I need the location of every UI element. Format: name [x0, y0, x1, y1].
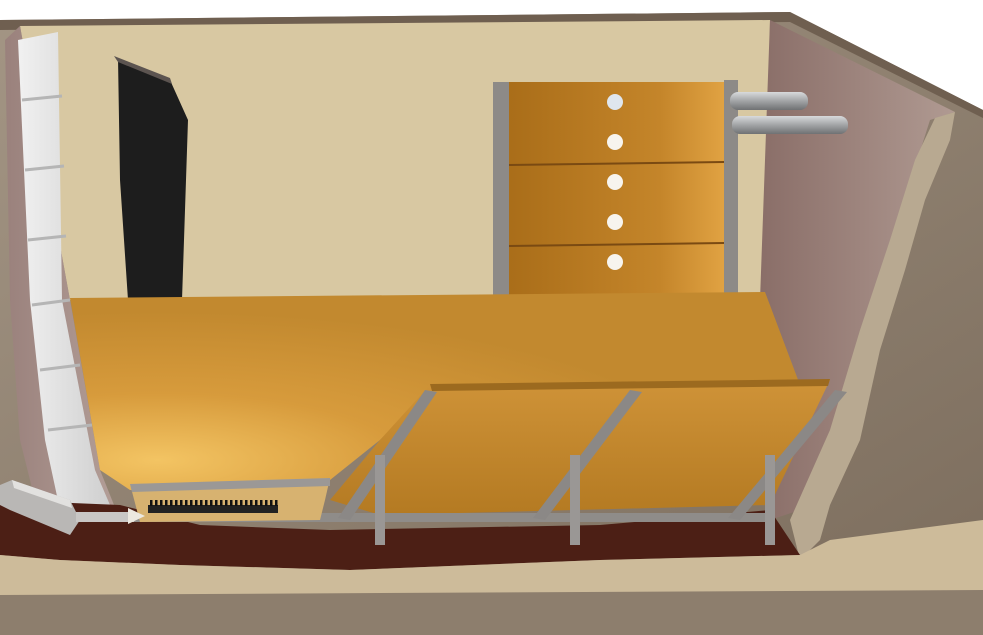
- trough-tooth: [235, 500, 238, 506]
- trough-tooth: [170, 500, 173, 506]
- wood-panel-unit: [493, 80, 738, 297]
- panel-hole: [607, 134, 623, 150]
- panel-hole: [607, 94, 623, 110]
- trough-tooth: [255, 500, 258, 506]
- trough-tooth: [275, 500, 278, 506]
- soil-foreground-shade: [0, 590, 983, 635]
- trough-tooth: [215, 500, 218, 506]
- trough-tooth: [230, 500, 233, 506]
- trough-tooth: [200, 500, 203, 506]
- trough-tooth: [225, 500, 228, 506]
- trough-tooth: [245, 500, 248, 506]
- trough-tooth: [270, 500, 273, 506]
- trough-tooth: [210, 500, 213, 506]
- trough-tooth: [175, 500, 178, 506]
- trough-tooth: [195, 500, 198, 506]
- trough-tooth: [160, 500, 163, 506]
- trough-tooth: [260, 500, 263, 506]
- trough-tooth: [265, 500, 268, 506]
- panel-hole: [607, 174, 623, 190]
- trough-tooth: [150, 500, 153, 506]
- trough-tooth: [250, 500, 253, 506]
- trough-tooth: [180, 500, 183, 506]
- trough-tooth: [240, 500, 243, 506]
- trough-tooth: [220, 500, 223, 506]
- panel-hole: [607, 214, 623, 230]
- trough: [130, 478, 330, 522]
- trough-tooth: [165, 500, 168, 506]
- trough-tooth: [155, 500, 158, 506]
- trough-tooth: [185, 500, 188, 506]
- panel-hole: [607, 254, 623, 270]
- trough-tooth: [190, 500, 193, 506]
- trough-tooth: [205, 500, 208, 506]
